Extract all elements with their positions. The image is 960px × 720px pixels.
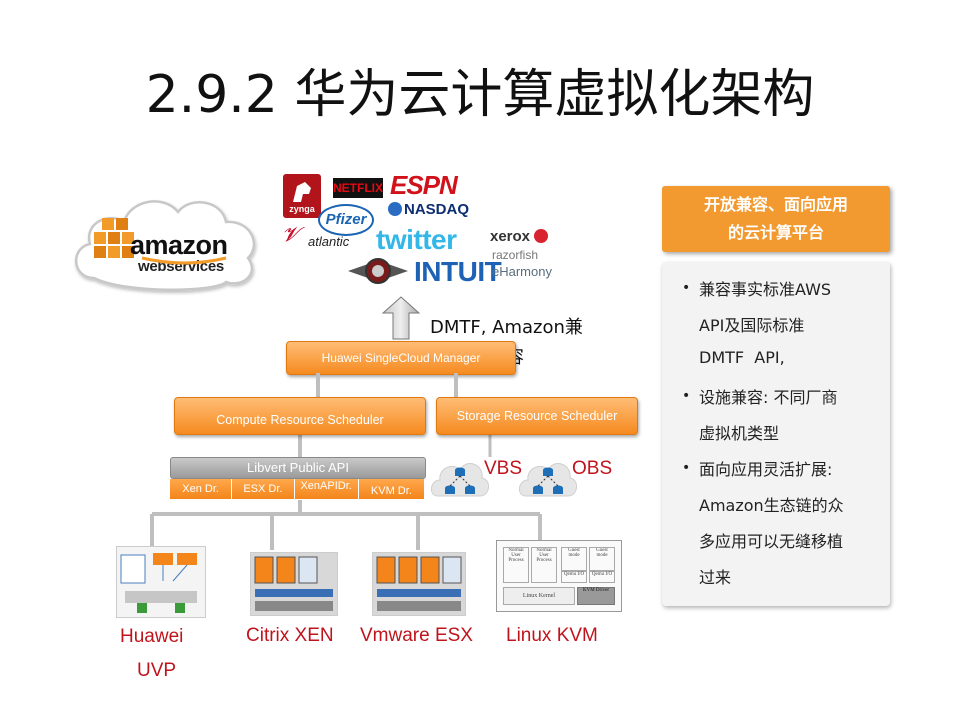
vbs-label: VBS (484, 458, 523, 479)
uvp-diagram-icon (120, 553, 197, 613)
kvm-architecture-thumb: Normal User Process Normal User Process … (496, 540, 622, 612)
panel-header: 开放兼容、面向应用 的云计算平台 (662, 186, 890, 252)
storage-scheduler-box: Storage Resource Scheduler (436, 397, 638, 435)
panel-line-6: 面向应用灵活扩展: (699, 460, 833, 479)
xen-driver: Xen Dr. (170, 479, 233, 499)
aws-logo-word: amazon (130, 230, 228, 260)
kvm-cell-2: Normal User Process (531, 547, 557, 583)
panel-header-line1: 开放兼容、面向应用 (703, 195, 848, 214)
obs-label: OBS (572, 458, 613, 479)
panel-line-9: 过来 (699, 568, 732, 587)
kvm-cell-1: Normal User Process (503, 547, 529, 583)
panel-line-8: 多应用可以无缝移植 (699, 532, 844, 551)
panel-line-7: Amazon生态链的众 (699, 496, 844, 515)
razorfish-logo: razorfish (492, 248, 539, 262)
eharmony-logo: eHarmony (492, 264, 552, 279)
espn-logo: ESPN (390, 170, 458, 200)
xen-diagram-icon (254, 556, 333, 611)
kvm-kernel: Linux Kernel (503, 587, 575, 605)
netflix-logo: NETFLIX (333, 178, 383, 198)
virgin-swirl-icon: 𝓥 (282, 224, 299, 246)
huawei-uvp-label-line1: Huawei (120, 626, 184, 647)
aws-cloud-logo: amazon webservices (66, 186, 266, 296)
esx-architecture-thumb (372, 552, 466, 616)
zynga-logo: zynga (283, 174, 321, 218)
compute-scheduler-box: Compute Resource Scheduler (174, 397, 426, 435)
panel-line-1: 兼容事实标准AWS (699, 280, 832, 299)
driver-row: Xen Dr. ESX Dr. XenAPIDr. KVM Dr. (170, 479, 424, 499)
citrix-xen-label: Citrix XEN (246, 625, 334, 646)
dog-icon (293, 182, 311, 202)
kvm-cell-4: Guest mode (589, 547, 615, 571)
esx-driver: ESX Dr. (232, 479, 295, 499)
xen-architecture-thumb (250, 552, 338, 616)
nasdaq-globe-icon (388, 202, 402, 216)
cloud-shape-icon (74, 200, 256, 291)
kvm-cell-3: Guest mode (561, 547, 587, 571)
winged-emblem-icon (348, 258, 408, 284)
libvirt-api-box: Libvert Public API (170, 457, 426, 479)
pfizer-logo: Pfizer (318, 204, 374, 236)
kvm-driver-block: KVM Driver (577, 587, 615, 605)
singlecloud-manager-box: Huawei SingleCloud Manager (286, 341, 516, 375)
kvm-driver: KVM Dr. (358, 479, 424, 499)
panel-line-4: 设施兼容: 不同厂商 (699, 388, 838, 407)
page-title: 2.9.2 华为云计算虚拟化架构 (145, 65, 815, 125)
bullet-icon: • (682, 460, 691, 476)
atlantic-text: atlantic (308, 234, 350, 249)
panel-line-3: DMTF API, (699, 348, 785, 367)
xerox-text: xerox (490, 228, 531, 245)
up-arrow-icon (382, 296, 420, 340)
nasdaq-logo: NASDAQ (388, 201, 469, 218)
amazon-smile-icon (141, 256, 227, 265)
nasdaq-text: NASDAQ (404, 201, 470, 218)
panel-line-2: API及国际标准 (699, 316, 805, 335)
panel-header-line2: 的云计算平台 (727, 223, 824, 242)
intuit-logo: INTUIT (414, 256, 502, 287)
obs-storage-cloud-icon (519, 463, 577, 497)
zynga-text: zynga (289, 204, 315, 214)
twitter-logo: twitter (376, 224, 457, 255)
uvp-architecture-thumb (116, 546, 206, 618)
kvm-qemu-2: Qemu I/O (589, 571, 615, 583)
compat-note-line1: DMTF, Amazon兼 (430, 317, 583, 338)
xenapi-driver: XenAPIDr. (294, 479, 359, 499)
vbs-storage-cloud-icon (431, 463, 489, 497)
esx-diagram-icon (376, 556, 462, 611)
bullet-icon: • (682, 280, 691, 296)
panel-body (662, 262, 890, 606)
bullet-icon: • (682, 388, 691, 404)
linux-kvm-label: Linux KVM (506, 625, 598, 646)
vmware-esx-label: Vmware ESX (360, 625, 473, 646)
xerox-logo: xerox (490, 228, 549, 245)
harley-logo (346, 256, 410, 286)
panel-line-5: 虚拟机类型 (699, 424, 780, 443)
huawei-uvp-label-line2: UVP (137, 660, 177, 681)
xerox-ball-icon (534, 229, 549, 243)
kvm-qemu-1: Qemu I/O (561, 571, 587, 583)
